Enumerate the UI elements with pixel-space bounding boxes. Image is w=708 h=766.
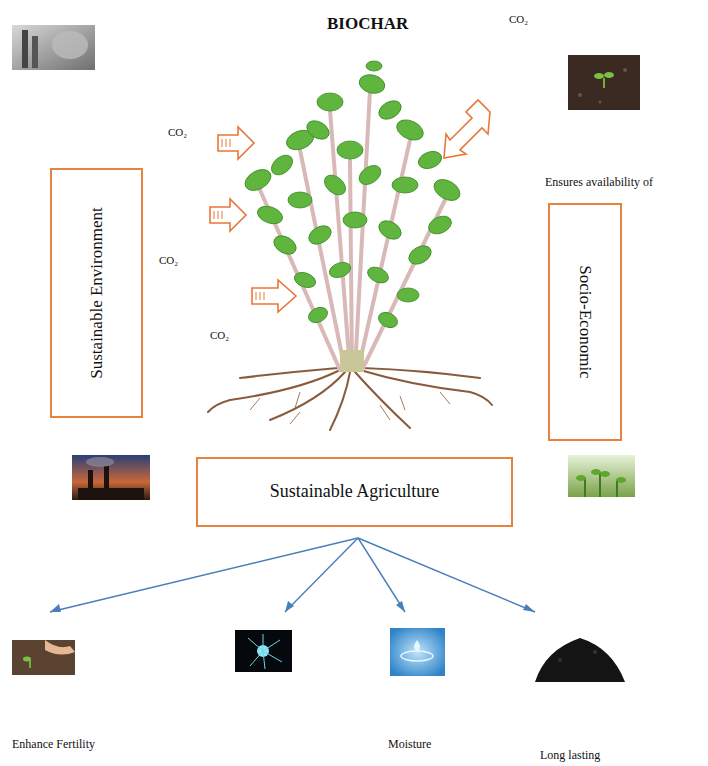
text-label: CO₂ — [159, 254, 178, 267]
text-label: Enhance Fertility — [12, 737, 95, 751]
text-label: Moisture — [388, 737, 431, 751]
text-label: Ensures availability of — [545, 175, 653, 189]
diagram-title: BIOCHAR — [327, 14, 408, 34]
label-box: Sustainable Agriculture — [196, 457, 513, 527]
node-text: Sustainable Environment — [86, 207, 106, 378]
text-label: CO₂ — [210, 329, 229, 342]
node-text: Socio-Economic — [575, 265, 595, 378]
text-label: CO₂ — [509, 13, 528, 26]
label-box: Sustainable Environment — [50, 168, 143, 418]
text-label: CO₂ — [168, 126, 187, 139]
label-box: Socio-Economic — [548, 203, 622, 441]
node-text: Sustainable Agriculture — [270, 481, 439, 503]
text-label: Long lasting — [540, 748, 600, 762]
